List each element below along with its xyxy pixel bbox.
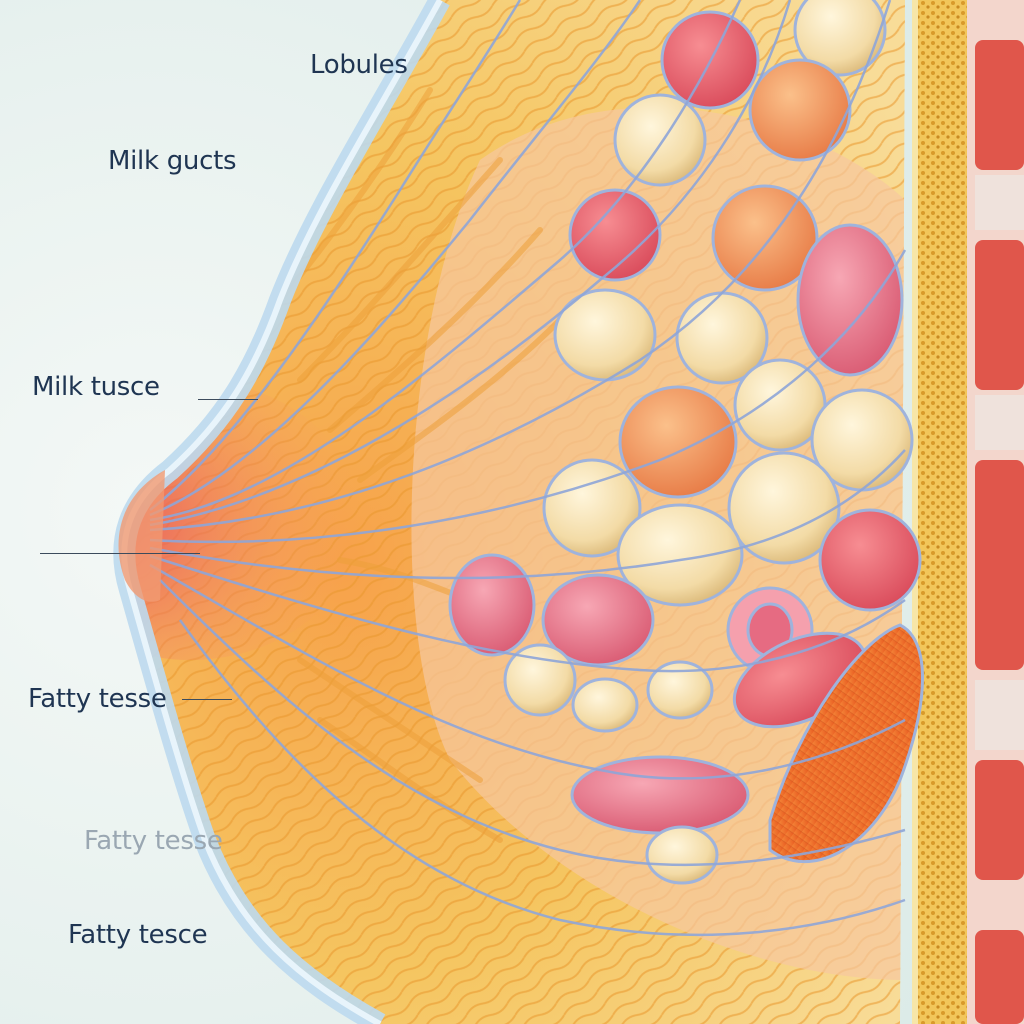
label-milk-tissue: Milk tusce — [32, 372, 160, 402]
label-fatty-tissue-1: Fatty tesse — [28, 684, 167, 714]
lobules — [448, 0, 924, 885]
milk-tissue-leader — [198, 399, 258, 400]
nipple-leader — [40, 553, 200, 554]
label-milk-ducts: Milk gucts — [108, 146, 237, 176]
fatty-tissue-leader — [182, 699, 232, 700]
label-lobules: Lobules — [310, 50, 408, 80]
label-fatty-tissue-3: Fatty tesce — [68, 920, 208, 950]
label-fatty-tissue-2: Fatty tesse — [84, 826, 223, 856]
chest-wall — [912, 0, 1024, 1024]
milk-duct-lines — [149, 0, 907, 937]
